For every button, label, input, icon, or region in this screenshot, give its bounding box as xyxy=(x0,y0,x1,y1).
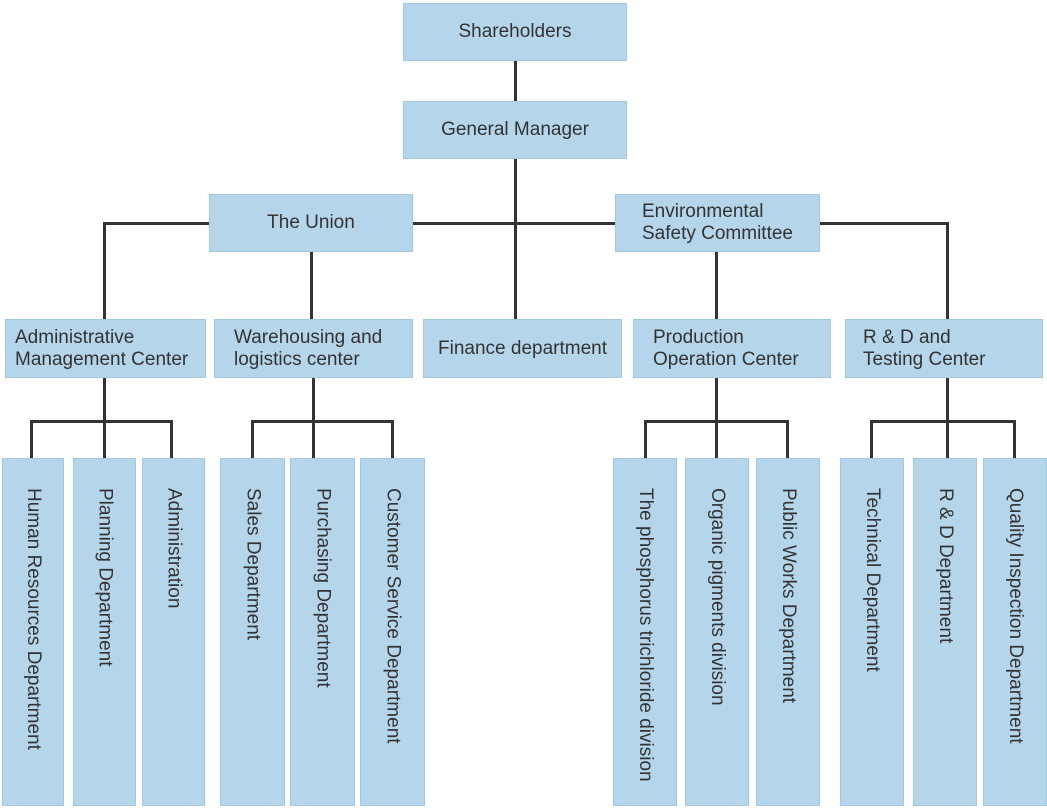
connector-gm-finance-trunk xyxy=(514,159,517,320)
connector-stub-human-resources xyxy=(30,420,33,458)
connector-administrative-group-rail xyxy=(30,420,173,423)
connector-stub-sales xyxy=(251,420,254,458)
connector-rail-administrative-drop xyxy=(103,222,106,320)
node-rnd-testing-center: R & D and Testing Center xyxy=(845,319,1043,378)
connector-warehousing-group-rail xyxy=(251,420,394,423)
vertical-label: The phosphorus trichloride division xyxy=(635,488,656,782)
vertical-label: R & D Department xyxy=(935,488,956,644)
connector-production-group-drop xyxy=(715,378,718,458)
node-administration: Administration xyxy=(142,458,205,806)
connector-rail-rnd-drop xyxy=(946,222,949,320)
vertical-label: Human Resources Department xyxy=(23,488,44,750)
node-human-resources-department: Human Resources Department xyxy=(2,458,64,806)
vertical-label: Quality Inspection Department xyxy=(1005,488,1026,744)
node-purchasing-department: Purchasing Department xyxy=(290,458,355,806)
vertical-label: Planning Department xyxy=(94,488,116,667)
node-finance-department: Finance department xyxy=(423,319,622,378)
node-production-operation-center: Production Operation Center xyxy=(633,319,831,378)
node-planning-department: Planning Department xyxy=(73,458,136,806)
node-the-union: The Union xyxy=(209,194,413,252)
node-administrative-management-center: Administrative Management Center xyxy=(5,319,206,378)
connector-union-warehousing xyxy=(310,252,313,320)
vertical-label: Organic pigments division xyxy=(707,488,728,706)
connector-production-group-rail xyxy=(644,420,789,423)
connector-stub-technical xyxy=(870,420,873,458)
connector-stub-phosphorus xyxy=(644,420,647,458)
node-technical-department: Technical Department xyxy=(840,458,904,806)
connector-stub-quality-inspection xyxy=(1013,420,1016,458)
node-public-works-department: Public Works Department xyxy=(756,458,820,806)
node-warehousing-logistics-center: Warehousing and logistics center xyxy=(214,319,413,378)
vertical-label: Customer Service Department xyxy=(382,488,404,744)
vertical-label: Sales Department xyxy=(242,488,264,641)
node-phosphorus-trichloride-division: The phosphorus trichloride division xyxy=(613,458,677,806)
connector-stub-administration xyxy=(170,420,173,458)
node-shareholders: Shareholders xyxy=(403,3,627,61)
node-environmental-safety-committee: Environmental Safety Committee xyxy=(615,194,820,252)
connector-stub-customer-service xyxy=(391,420,394,458)
node-customer-service-department: Customer Service Department xyxy=(360,458,425,806)
connector-stub-public-works xyxy=(786,420,789,458)
vertical-label: Public Works Department xyxy=(778,488,799,704)
connector-administrative-group-drop xyxy=(103,378,106,458)
vertical-label: Administration xyxy=(163,488,185,609)
node-quality-inspection-department: Quality Inspection Department xyxy=(983,458,1047,806)
connector-shareholders-gm xyxy=(514,61,517,102)
connector-rnd-group-rail xyxy=(870,420,1016,423)
node-general-manager: General Manager xyxy=(403,101,627,159)
connector-rnd-group-drop xyxy=(946,378,949,458)
node-sales-department: Sales Department xyxy=(220,458,285,806)
node-organic-pigments-division: Organic pigments division xyxy=(685,458,749,806)
connector-esc-production xyxy=(715,252,718,320)
vertical-label: Purchasing Department xyxy=(312,488,334,688)
vertical-label: Technical Department xyxy=(862,488,883,672)
node-rnd-department: R & D Department xyxy=(913,458,977,806)
connector-main-rail xyxy=(103,222,949,225)
connector-warehousing-group-drop xyxy=(312,378,315,458)
